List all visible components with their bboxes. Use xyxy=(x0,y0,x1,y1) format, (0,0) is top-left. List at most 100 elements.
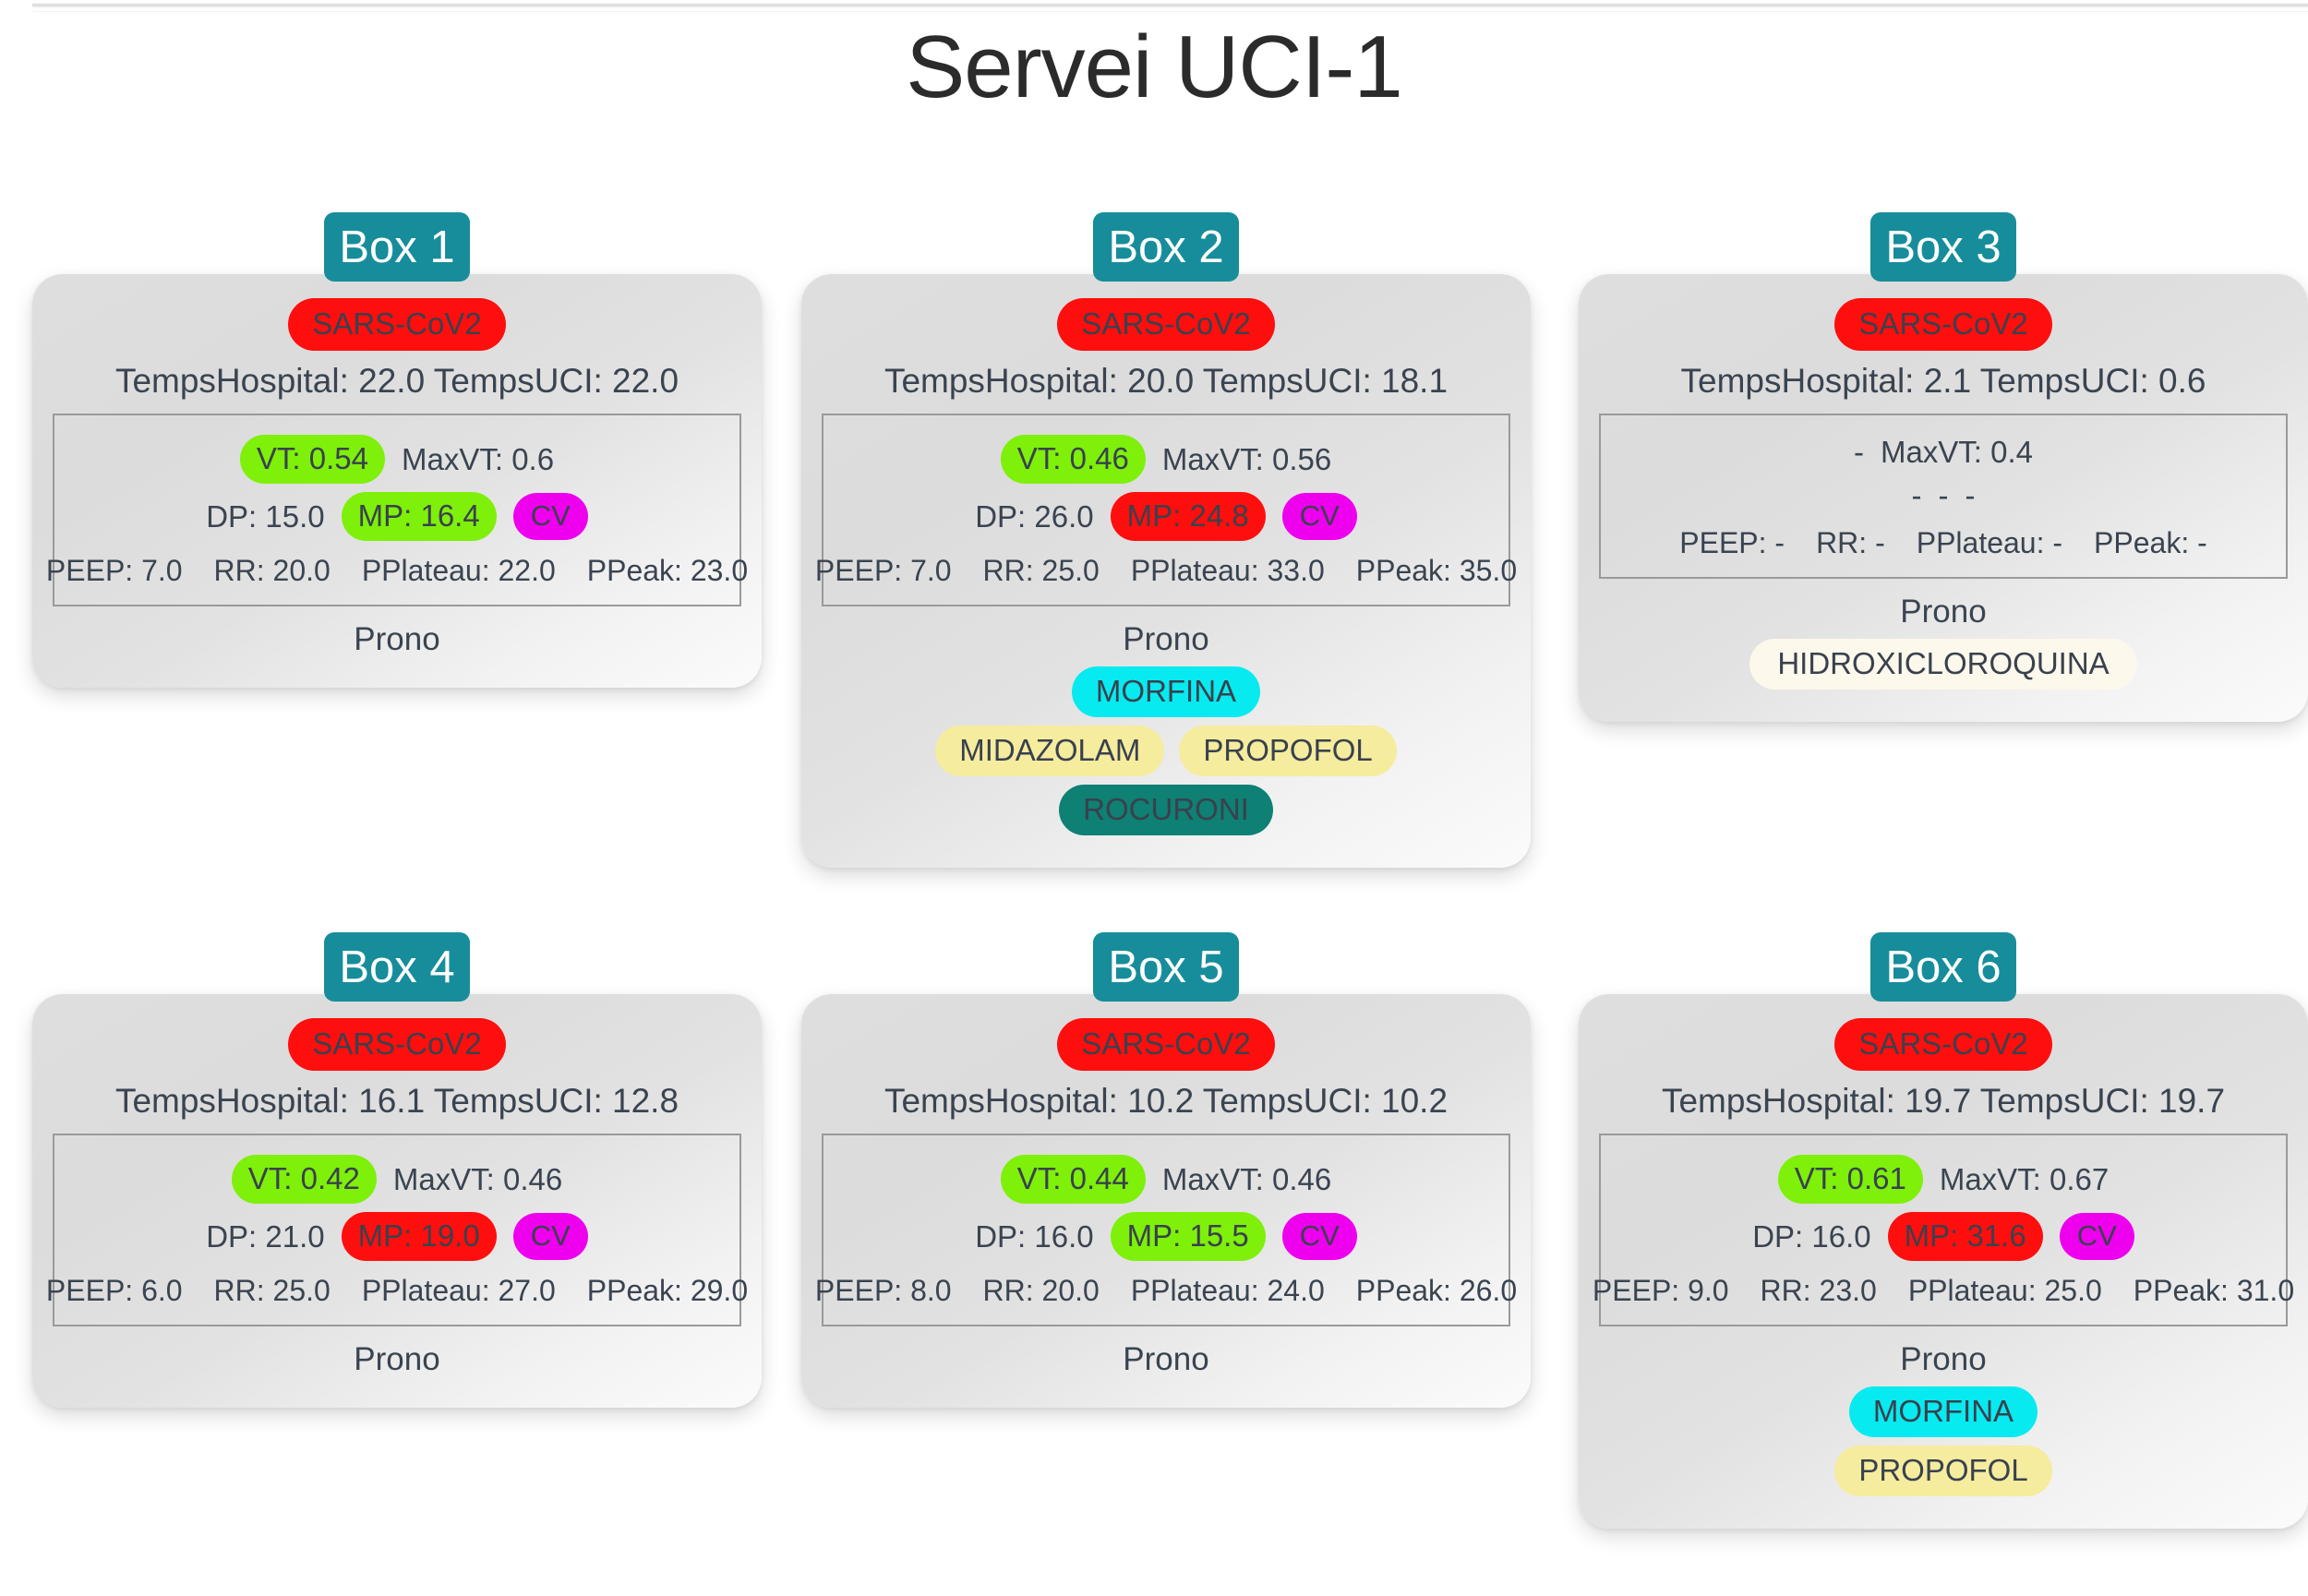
peep-value: PEEP: - xyxy=(1679,526,1785,559)
diagnosis-badge[interactable]: SARS-CoV2 xyxy=(1057,298,1275,351)
medication-badge[interactable]: HIDROXICLOROQUINA xyxy=(1749,639,2137,690)
mp-value-badge[interactable]: MP: 24.8 xyxy=(1110,492,1266,541)
diagnosis-row: SARS-CoV2 xyxy=(1599,1018,2288,1071)
peep-value: PEEP: 8.0 xyxy=(814,1274,952,1307)
dp-value: - xyxy=(1911,478,1922,512)
maxvt-value: MaxVT: 0.56 xyxy=(1161,441,1332,476)
medication-row: MORFINA xyxy=(1599,1386,2288,1437)
box-title-badge[interactable]: Box 2 xyxy=(1093,212,1239,282)
prono-label: Prono xyxy=(354,621,440,657)
pplateau-value: PPlateau: 22.0 xyxy=(361,554,556,587)
pplateau-value: PPlateau: - xyxy=(1916,526,2063,559)
cv-badge[interactable]: CV xyxy=(2059,1213,2134,1260)
box-title-badge[interactable]: Box 5 xyxy=(1093,932,1239,1002)
vt-value-badge[interactable]: VT: 0.54 xyxy=(239,435,385,484)
vt-value-badge[interactable]: VT: 0.46 xyxy=(1000,435,1146,484)
medication-list: MORFINA MIDAZOLAM PROPOFOL ROCURONI xyxy=(822,666,1510,835)
medication-badge[interactable]: PROPOFOL xyxy=(1834,1446,2052,1496)
vent-line-vt: VT: 0.54 MaxVT: 0.6 xyxy=(64,435,730,484)
top-divider-secondary xyxy=(32,11,2308,12)
stay-duration-text: TempsHospital: 19.7 TempsUCI: 19.7 xyxy=(1661,1082,2226,1120)
diagnosis-row: SARS-CoV2 xyxy=(53,298,741,351)
mp-value-badge[interactable]: MP: 19.0 xyxy=(341,1212,497,1261)
mp-value-badge[interactable]: MP: 16.4 xyxy=(341,492,497,541)
peep-value: PEEP: 6.0 xyxy=(45,1274,183,1307)
maxvt-value: MaxVT: 0.46 xyxy=(1161,1161,1332,1196)
diagnosis-row: SARS-CoV2 xyxy=(1599,298,2288,351)
pplateau-value: PPlateau: 24.0 xyxy=(1130,1274,1325,1307)
vt-value-badge[interactable]: VT: 0.42 xyxy=(231,1155,377,1204)
box-title-badge[interactable]: Box 6 xyxy=(1870,932,2016,1002)
dp-value: DP: 21.0 xyxy=(206,1218,325,1254)
medication-badge[interactable]: MIDAZOLAM xyxy=(935,726,1165,776)
medication-row: MIDAZOLAM PROPOFOL xyxy=(822,726,1510,776)
ppeak-value: PPeak: 26.0 xyxy=(1355,1274,1518,1307)
diagnosis-badge[interactable]: SARS-CoV2 xyxy=(1834,298,2052,351)
maxvt-value: MaxVT: 0.4 xyxy=(1880,435,2034,469)
mp-value-badge[interactable]: MP: 15.5 xyxy=(1110,1212,1266,1261)
diagnosis-row: SARS-CoV2 xyxy=(822,298,1510,351)
vent-line-pressures: PEEP: 7.0 RR: 25.0 PPlateau: 33.0 PPeak: 35… xyxy=(815,554,1517,588)
stay-duration-text: TempsHospital: 10.2 TempsUCI: 10.2 xyxy=(884,1082,1449,1120)
vt-value-badge[interactable]: VT: 0.61 xyxy=(1777,1155,1923,1204)
rr-value: RR: 25.0 xyxy=(982,554,1100,587)
medication-badge[interactable]: MORFINA xyxy=(1848,1386,2038,1437)
prono-label: Prono xyxy=(1123,621,1209,657)
prono-label: Prono xyxy=(1900,1341,1987,1377)
page-title: Servei UCI-1 xyxy=(906,18,1402,116)
vent-line-power: DP: 26.0 MP: 24.8 CV xyxy=(833,492,1499,541)
mp-value-badge[interactable]: MP: 31.6 xyxy=(1887,1212,2043,1261)
cv-missing: - xyxy=(1965,478,1976,512)
diagnosis-badge[interactable]: SARS-CoV2 xyxy=(288,1018,506,1071)
maxvt-value: MaxVT: 0.6 xyxy=(402,441,555,476)
medication-badge[interactable]: MORFINA xyxy=(1071,666,1261,717)
diagnosis-badge[interactable]: SARS-CoV2 xyxy=(288,298,506,351)
medication-list: HIDROXICLOROQUINA xyxy=(1599,639,2288,690)
ppeak-value: PPeak: - xyxy=(2094,526,2207,559)
pplateau-value: PPlateau: 27.0 xyxy=(361,1274,556,1307)
vent-line-vt: VT: 0.44 MaxVT: 0.46 xyxy=(833,1155,1499,1204)
box-title-badge[interactable]: Box 4 xyxy=(324,932,470,1002)
medication-badge[interactable]: ROCURONI xyxy=(1059,785,1273,835)
diagnosis-badge[interactable]: SARS-CoV2 xyxy=(1834,1018,2052,1071)
medication-row: ROCURONI xyxy=(822,785,1510,835)
diagnosis-badge[interactable]: SARS-CoV2 xyxy=(1057,1018,1275,1071)
peep-value: PEEP: 7.0 xyxy=(814,554,952,587)
cv-badge[interactable]: CV xyxy=(512,1213,588,1260)
cv-badge[interactable]: CV xyxy=(1281,493,1357,540)
rr-value: RR: 20.0 xyxy=(982,1274,1100,1307)
pplateau-value: PPlateau: 33.0 xyxy=(1130,554,1325,587)
medication-badge[interactable]: PROPOFOL xyxy=(1179,726,1397,776)
ppeak-value: PPeak: 29.0 xyxy=(586,1274,749,1307)
stay-duration-text: TempsHospital: 2.1 TempsUCI: 0.6 xyxy=(1680,362,2206,400)
peep-value: PEEP: 9.0 xyxy=(1592,1274,1729,1307)
box-title-badge[interactable]: Box 3 xyxy=(1870,212,2016,282)
cv-badge[interactable]: CV xyxy=(1281,1213,1357,1260)
vt-value-badge[interactable]: VT: 0.44 xyxy=(1000,1155,1146,1204)
dp-value: DP: 26.0 xyxy=(975,498,1094,534)
rr-value: RR: 23.0 xyxy=(1760,1274,1877,1307)
ventilation-panel: -MaxVT: 0.4---PEEP: -RR: -PPlateau: -PPe… xyxy=(1599,414,2288,579)
box-title-badge[interactable]: Box 1 xyxy=(324,212,470,282)
vt-value-missing: - xyxy=(1853,435,1864,469)
ppeak-value: PPeak: 35.0 xyxy=(1355,554,1518,587)
medication-row: PROPOFOL xyxy=(1599,1446,2288,1496)
cv-badge[interactable]: CV xyxy=(512,493,588,540)
